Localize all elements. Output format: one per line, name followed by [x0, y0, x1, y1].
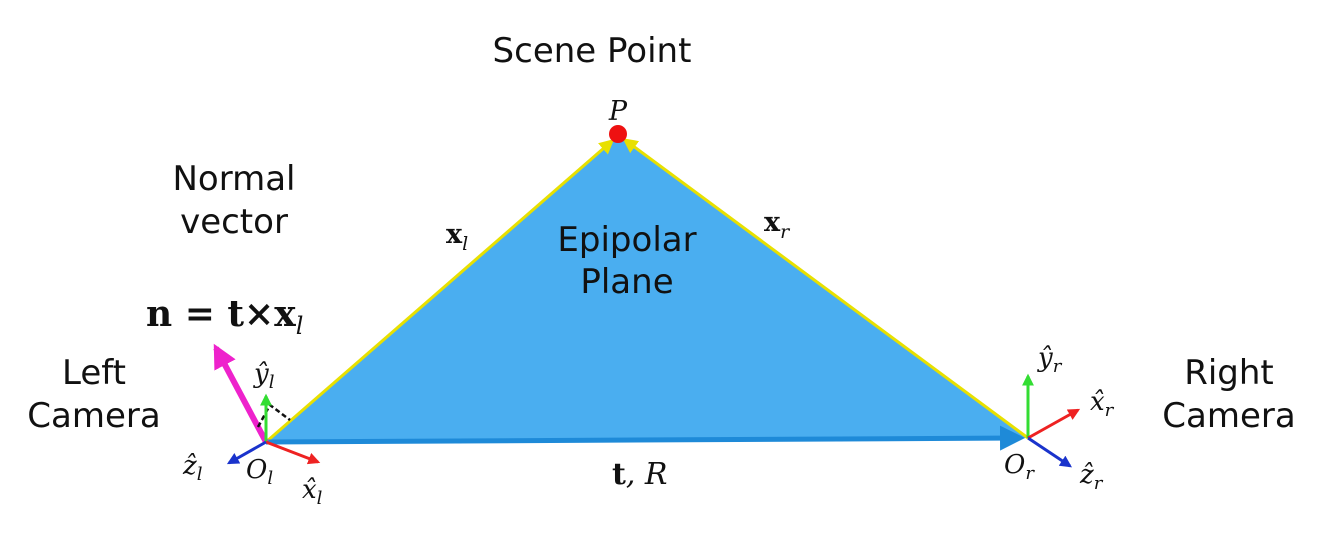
left-x-axis: [265, 440, 321, 465]
left-y-axis-label: ŷl: [253, 359, 275, 393]
scene-point-title: Scene Point: [493, 31, 692, 71]
ol-label: Ol: [246, 455, 273, 489]
normal-equation: n = t×xl: [146, 293, 303, 340]
right-y-axis-label: ŷr: [1037, 343, 1063, 377]
right-z-axis: [1027, 436, 1072, 468]
normal-vector-title-line2: vector: [180, 202, 288, 242]
epipolar-plane-label-line2: Plane: [580, 262, 673, 302]
epipolar-plane: [266, 134, 1028, 442]
left-z-axis: [226, 440, 267, 465]
xl-label: xl: [446, 219, 468, 255]
scene-point-dot: [609, 125, 627, 143]
baseline-arrow: [265, 425, 1025, 451]
baseline-label: t, R: [612, 457, 668, 492]
right-x-axis: [1027, 408, 1081, 440]
right-camera-label-line1: Right: [1184, 353, 1274, 393]
left-camera-label-line2: Camera: [27, 396, 160, 436]
epipolar-plane-label-line1: Epipolar: [557, 220, 696, 260]
right-x-axis-label: x̂r: [1090, 387, 1115, 421]
left-x-axis-label: x̂l: [302, 475, 323, 509]
or-label: Or: [1004, 450, 1035, 484]
ray-xr: [622, 138, 1029, 440]
right-z-axis-label: ẑr: [1079, 460, 1104, 494]
normal-vector-title-line1: Normal: [172, 159, 295, 199]
ray-xl: [265, 139, 615, 444]
xr-label: xr: [764, 207, 791, 243]
right-camera-label-line2: Camera: [1162, 396, 1295, 436]
left-z-axis-label: ẑl: [182, 451, 203, 485]
left-camera-label-line1: Left: [62, 353, 126, 393]
point-p-label: P: [608, 96, 628, 127]
